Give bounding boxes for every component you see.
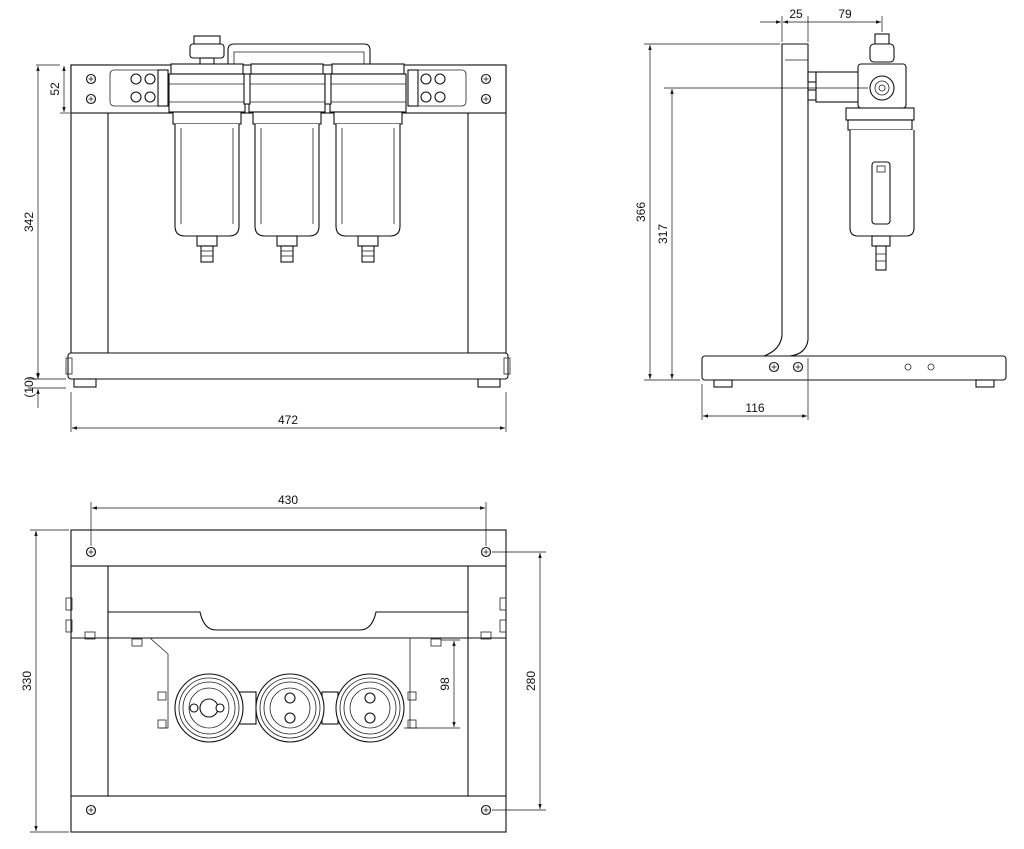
- dim-bracket-height: 52: [48, 82, 62, 96]
- dim-total-height: 366: [634, 202, 648, 222]
- dim-port-height: 317: [656, 224, 670, 244]
- front-view: 342 52 (10) 472: [22, 35, 511, 432]
- top-view: 430 330 280 98: [20, 493, 546, 833]
- dim-bracket-thickness: 25: [789, 7, 803, 21]
- dim-head-offset: 79: [838, 7, 852, 21]
- dim-feet: (10): [22, 376, 36, 397]
- dim-depth: 330: [20, 671, 34, 691]
- dim-rail-spacing: 280: [524, 671, 538, 691]
- dim-hole-spacing: 430: [278, 493, 298, 507]
- dim-bracket-depth: 98: [438, 677, 452, 691]
- dim-height-front: 342: [22, 212, 36, 232]
- dim-foot: 116: [745, 401, 764, 415]
- dim-width-front: 472: [278, 413, 298, 427]
- side-view: 25 79 366 317 116: [634, 7, 1007, 420]
